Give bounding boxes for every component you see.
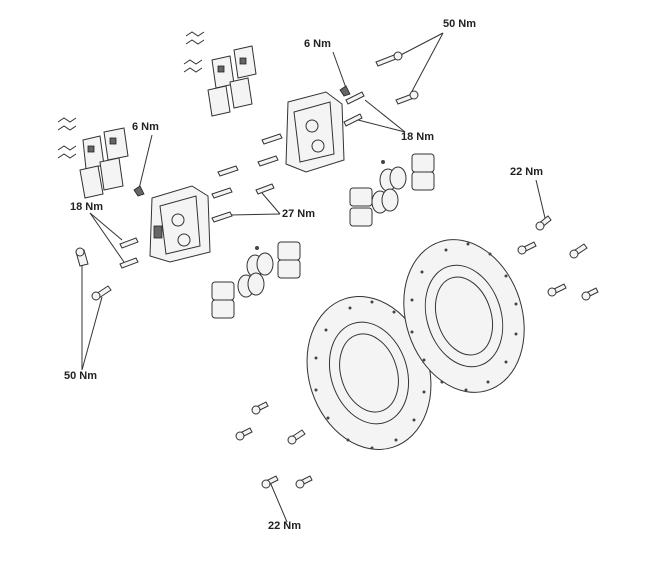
torque-label-6nm-top: 6 Nm [304,38,331,50]
disc-bolts-bottom [235,401,313,489]
torque-label-18nm-top: 18 Nm [401,131,435,143]
pad-springs-top [183,31,205,73]
caliper-bolts [75,51,419,301]
brake-pads-top [207,45,257,117]
disc-bolts-right [517,215,599,301]
caliper-top [285,91,345,173]
brake-disc-left [306,296,432,450]
torque-label-50nm-left: 50 Nm [64,370,98,382]
torque-label-6nm-left: 6 Nm [132,121,159,133]
pistons-seals-left [211,241,301,319]
caliper-left [149,185,211,263]
torque-label-22nm-right: 22 Nm [510,166,544,178]
pistons-seals-top [349,153,435,227]
torque-label-50nm-top: 50 Nm [443,18,477,30]
brake-pads-left [79,127,129,199]
brake-disc-right [403,239,525,393]
torque-label-22nm-bottom: 22 Nm [268,520,302,532]
torque-label-18nm-left: 18 Nm [70,201,104,213]
torque-label-27nm: 27 Nm [282,208,316,220]
leader-lines [81,32,546,523]
pad-springs-left [57,117,77,159]
bleed-screws [133,85,351,197]
